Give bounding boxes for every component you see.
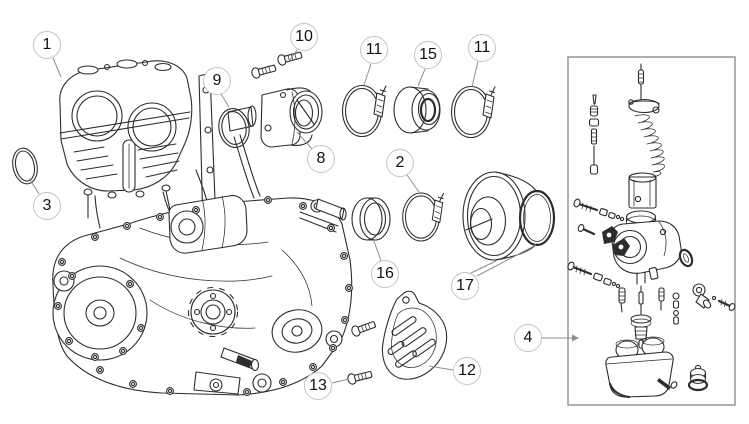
callout-16: 16 <box>371 260 399 288</box>
callout-8: 8 <box>307 145 335 173</box>
callout-15: 15 <box>414 41 442 69</box>
callout-2: 2 <box>386 149 414 177</box>
callout-4-label: 4 <box>523 329 533 346</box>
bolts-part-13 <box>346 318 378 386</box>
sleeve-part-16 <box>351 197 391 241</box>
carburetor-detail-box <box>567 56 736 406</box>
callout-8-label: 8 <box>316 150 326 167</box>
callout-13: 13 <box>304 372 332 400</box>
intake-boot-part-8 <box>260 87 323 148</box>
arrowhead-icon <box>572 334 579 342</box>
callout-3-label: 3 <box>42 197 52 214</box>
callout-10: 10 <box>290 23 318 51</box>
callout-1: 1 <box>33 31 61 59</box>
callout-10-label: 10 <box>295 28 313 45</box>
intake-joint-part-15 <box>393 86 441 134</box>
sprocket-guard-part-12 <box>381 290 448 380</box>
callout-11-left-label: 11 <box>365 41 383 58</box>
callout-9: 9 <box>203 67 231 95</box>
callout-17-label: 17 <box>456 277 474 294</box>
callout-16-label: 16 <box>376 265 394 282</box>
callout-11-left: 11 <box>360 36 388 64</box>
bolts-part-10 <box>250 49 304 80</box>
callout-1-label: 1 <box>42 36 52 53</box>
o-ring-part-9 <box>218 108 250 148</box>
callout-11-right: 11 <box>468 34 496 62</box>
clamp-part-2 <box>402 192 445 242</box>
callout-9-label: 9 <box>212 72 222 89</box>
callout-13-label: 13 <box>309 377 327 394</box>
o-ring-part-3 <box>12 147 38 185</box>
carburetor-exploded-drawing <box>567 63 736 399</box>
callout-2-label: 2 <box>395 154 405 171</box>
callout-4: 4 <box>514 324 542 352</box>
callout-12: 12 <box>453 357 481 385</box>
air-filter-part-17 <box>462 171 556 261</box>
engine-illustration <box>52 59 353 396</box>
clamp-part-11-right <box>450 85 496 139</box>
callout-3: 3 <box>33 192 61 220</box>
callout-11-right-label: 11 <box>473 39 491 56</box>
callout-15-label: 15 <box>419 46 437 63</box>
leader-lines <box>28 48 579 384</box>
callout-17: 17 <box>451 272 479 300</box>
clamp-part-11-left <box>341 84 387 138</box>
callout-12-label: 12 <box>458 362 476 379</box>
